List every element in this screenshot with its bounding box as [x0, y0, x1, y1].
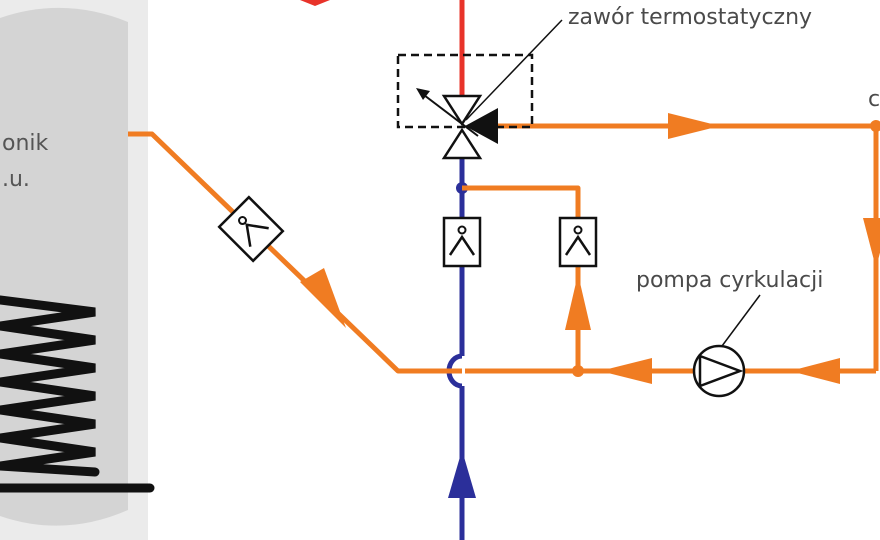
pump-leader-line — [721, 294, 761, 347]
hot-water-junction-left — [572, 365, 584, 377]
storage-tank — [0, 7, 128, 526]
flow-arrow-up — [565, 274, 591, 330]
flow-arrow-bottom-mid — [600, 358, 652, 384]
thermostatic-valve-label: zawór termostatyczny — [568, 5, 812, 30]
check-valve-icon — [558, 216, 598, 268]
flow-arrow-right-vertical — [863, 218, 880, 268]
right-edge-label: c — [868, 87, 880, 112]
flow-arrow-diagonal — [300, 268, 346, 328]
valve-leader-line — [465, 19, 563, 121]
thermostatic-mixing-valve-icon — [396, 53, 534, 160]
check-valve-icon — [442, 216, 482, 268]
check-valve-icon — [217, 195, 285, 263]
tank-label-line1: onik — [2, 131, 49, 156]
tank-label-line2: .u. — [2, 167, 30, 192]
circulation-pump-icon — [692, 344, 746, 398]
heating-coil-icon — [0, 295, 155, 493]
circulation-pump-label: pompa cyrkulacji — [636, 268, 823, 293]
cold-water-arrow — [448, 450, 476, 498]
flow-arrow-top — [668, 113, 720, 139]
flow-arrow-bottom-right — [790, 358, 840, 384]
hot-water-junction-right — [870, 120, 880, 132]
hot-supply-arrow — [300, 0, 330, 6]
